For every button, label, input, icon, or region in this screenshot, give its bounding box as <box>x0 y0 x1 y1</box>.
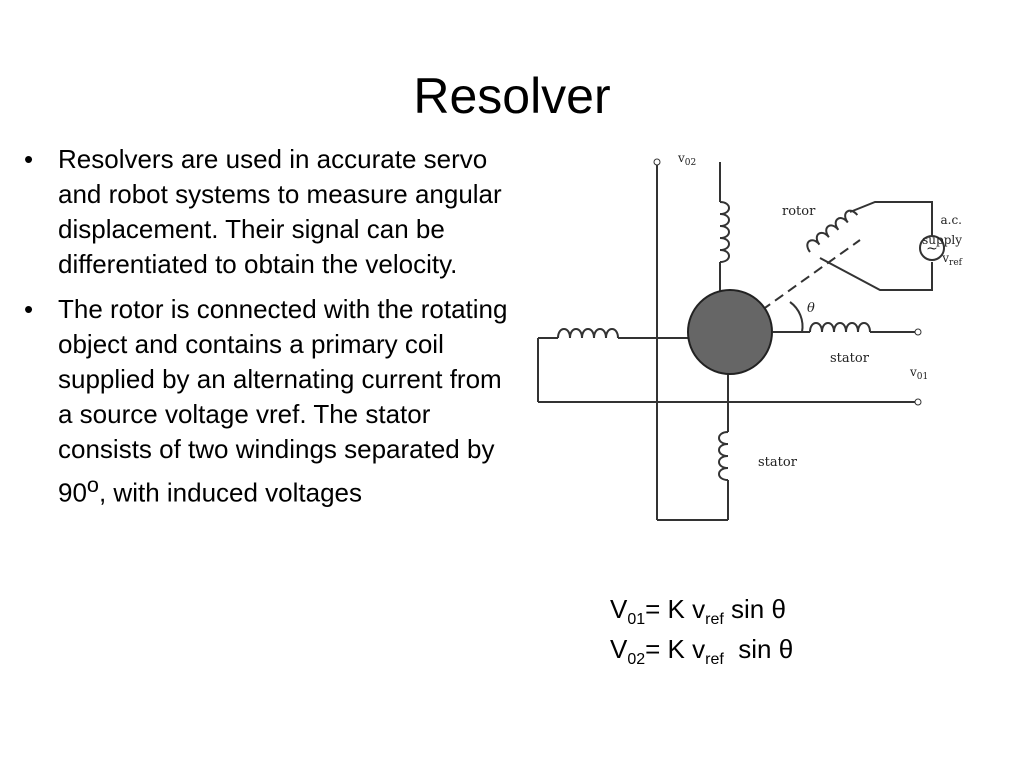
terminal <box>653 158 661 166</box>
v02-label: v02 <box>677 151 696 168</box>
left-stator-coil <box>557 328 619 339</box>
bottom-stator-coil <box>718 431 729 481</box>
bullet-text-cont: , with induced voltages <box>98 477 363 508</box>
rotor-axis <box>761 239 861 311</box>
v01-label: v01 <box>909 365 928 382</box>
rotor-label: rotor <box>782 204 816 219</box>
bullet-icon: • <box>24 144 34 174</box>
terminal <box>914 398 922 406</box>
degree-superscript: o <box>86 472 99 497</box>
bullet-text: Resolvers are used in accurate servo and… <box>58 144 502 279</box>
right-stator-coil <box>809 322 871 333</box>
ac-label-line1: a.c. <box>940 213 962 227</box>
bullet-item: • The rotor is connected with the rotati… <box>24 292 514 511</box>
rotor-coil <box>806 209 859 253</box>
theta-label: θ <box>807 301 815 316</box>
stator-right-label: stator <box>830 351 870 366</box>
terminal <box>914 328 922 336</box>
rotor-disk <box>687 289 773 375</box>
wire <box>819 257 933 291</box>
bullet-item: • Resolvers are used in accurate servo a… <box>24 142 514 282</box>
vref-label: vref <box>941 251 962 268</box>
theta-arc <box>789 301 804 333</box>
top-stator-coil <box>719 201 730 263</box>
ac-label-line2: supply <box>922 233 962 247</box>
slide-title: Resolver <box>413 68 611 124</box>
resolver-diagram: ~ v02 rotor a.c. supply vref θ stator v0… <box>537 151 963 521</box>
bullet-icon: • <box>24 294 34 324</box>
equation-v02: V02= K vref sin θ <box>610 634 794 669</box>
wire <box>849 201 933 236</box>
bullet-text: The rotor is connected with the rotating… <box>58 294 508 508</box>
bullet-list: • Resolvers are used in accurate servo a… <box>24 142 514 521</box>
equation-v01: V01= K vref sin θ <box>610 594 786 629</box>
stator-bottom-label: stator <box>758 455 798 470</box>
ac-symbol: ~ <box>926 241 938 257</box>
ac-source-icon <box>919 235 945 261</box>
